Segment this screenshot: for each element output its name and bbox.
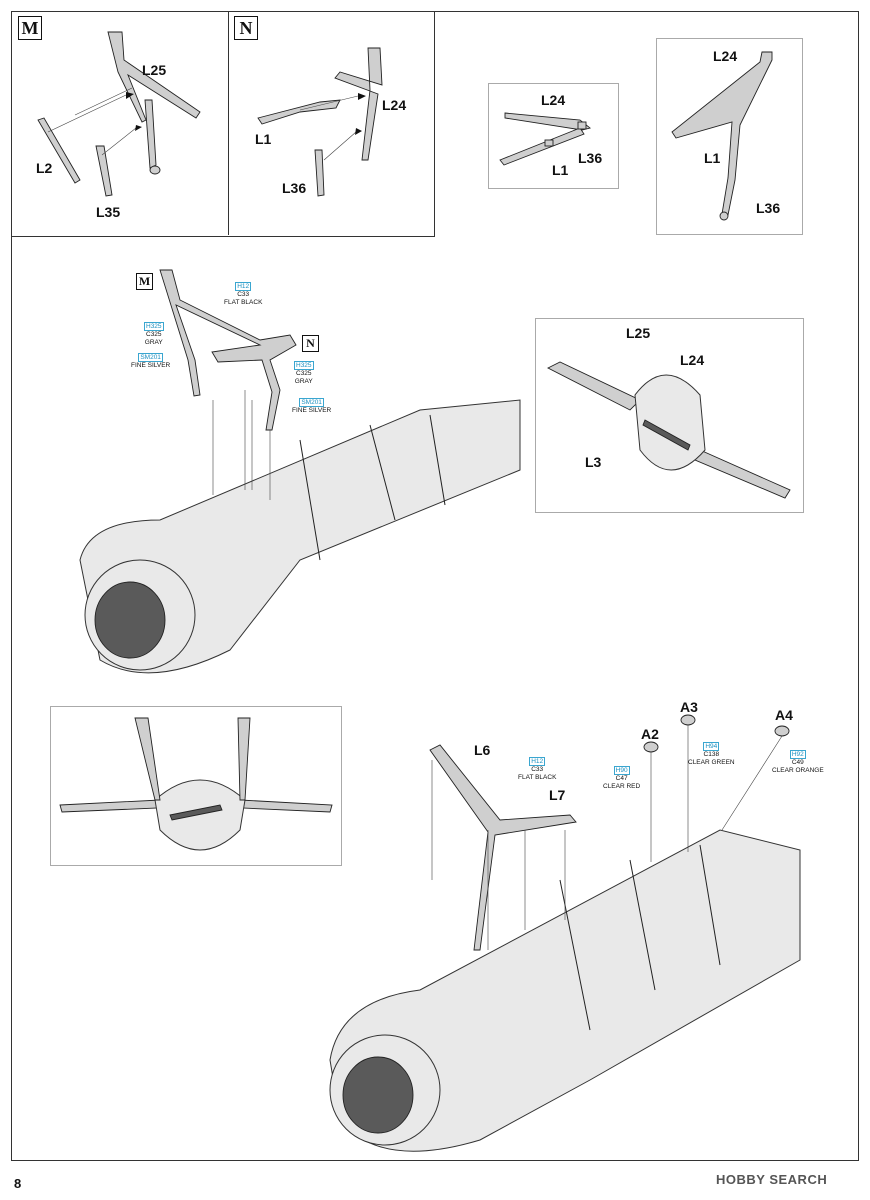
paint-name-clear-green: CLEAR GREEN — [688, 759, 735, 766]
callout-clear-green: H94 C138 CLEAR GREEN — [688, 742, 735, 767]
label-l24-wheel-well: L24 — [680, 352, 705, 368]
step-n-marker: N — [234, 16, 258, 40]
label-l2: L2 — [36, 160, 53, 176]
label-a2: A2 — [641, 726, 659, 742]
watermark: HOBBY SEARCH — [716, 1172, 828, 1187]
page-number: 8 — [14, 1176, 22, 1191]
paint-code-c49: C49 — [791, 759, 804, 766]
paint-code-c325-n: C325 — [296, 370, 312, 377]
step-m-parts — [37, 31, 201, 197]
paint-code-h90: H90 — [613, 766, 630, 775]
paint-name-fine-silver: FINE SILVER — [131, 362, 171, 369]
paint-name-flat-black: FLAT BLACK — [224, 299, 263, 306]
callout-flat-black-upper: H12 C33 FLAT BLACK — [224, 282, 262, 307]
frame-top-border — [433, 11, 858, 12]
frame-main-right-border — [858, 11, 859, 1160]
label-l1-detail2: L1 — [704, 150, 721, 166]
label-l25-wheel-well: L25 — [626, 325, 651, 341]
detail-box-l24-l1 — [488, 83, 619, 189]
label-l3: L3 — [585, 454, 602, 470]
callout-clear-red: H90 C47 CLEAR RED — [603, 766, 640, 791]
paint-name-gray-n: GRAY — [294, 378, 313, 385]
step-n-marker-main: N — [302, 335, 319, 352]
paint-name-fine-silver-n: FINE SILVER — [292, 407, 332, 414]
label-l24-detail2: L24 — [713, 48, 738, 64]
label-l36-n: L36 — [282, 180, 307, 196]
paint-code-h92: H92 — [789, 750, 806, 759]
paint-code-sm201: SM201 — [138, 353, 163, 362]
label-l24-n: L24 — [382, 97, 407, 113]
label-l35: L35 — [96, 204, 121, 220]
detail-l24-l36-drawing — [671, 51, 773, 221]
paint-code-c138: C138 — [703, 751, 720, 758]
label-a4: A4 — [775, 707, 793, 723]
label-a3: A3 — [680, 699, 698, 715]
paint-code-c33-lower: C33 — [531, 766, 544, 773]
frame-bottom-border — [11, 1160, 859, 1161]
label-l36-detail1: L36 — [578, 150, 603, 166]
frame-main-left-border — [11, 235, 12, 1160]
upper-fuselage-drawing — [79, 269, 521, 674]
paint-name-clear-red: CLEAR RED — [603, 783, 641, 790]
callout-fine-silver-m: SM201 FINE SILVER — [131, 353, 170, 370]
paint-code-h94: H94 — [703, 742, 720, 751]
callout-clear-orange: H92 C49 CLEAR ORANGE — [772, 750, 824, 775]
label-l6: L6 — [474, 742, 491, 758]
step-m-marker-main: M — [136, 273, 153, 290]
frame-divider — [228, 11, 229, 235]
paint-code-h325-n: H325 — [294, 361, 314, 370]
callout-fine-silver-n: SM201 FINE SILVER — [292, 398, 331, 415]
label-l1-detail1: L1 — [552, 162, 569, 178]
lower-fuselage-drawing — [329, 714, 801, 1152]
step-m-marker: M — [18, 16, 42, 40]
wheel-well-detail-drawing — [547, 361, 791, 499]
callout-flat-black-lower: H12 C33 FLAT BLACK — [518, 757, 556, 782]
paint-code-c33: C33 — [237, 291, 250, 298]
paint-name-gray: GRAY — [144, 339, 163, 346]
front-view-detail-drawing — [59, 717, 333, 851]
label-l25-top: L25 — [142, 62, 167, 78]
callout-gray-m: H325 C325 GRAY — [144, 322, 164, 347]
paint-code-h325: H325 — [144, 322, 164, 331]
paint-code-h12-lower: H12 — [529, 757, 546, 766]
step-n-parts — [257, 47, 383, 197]
label-l1-n: L1 — [255, 131, 272, 147]
label-l36-detail2: L36 — [756, 200, 781, 216]
paint-code-c47: C47 — [615, 775, 628, 782]
paint-code-sm201-n: SM201 — [299, 398, 324, 407]
label-l7: L7 — [549, 787, 566, 803]
paint-name-flat-black-lower: FLAT BLACK — [518, 774, 557, 781]
paint-name-clear-orange: CLEAR ORANGE — [772, 767, 824, 774]
paint-code-h12: H12 — [235, 282, 252, 291]
label-l24-detail1: L24 — [541, 92, 566, 108]
frame-top-left — [11, 11, 435, 237]
paint-code-c325: C325 — [146, 331, 162, 338]
detail-l24-l1-drawing — [499, 112, 591, 166]
callout-gray-n: H325 C325 GRAY — [294, 361, 314, 386]
